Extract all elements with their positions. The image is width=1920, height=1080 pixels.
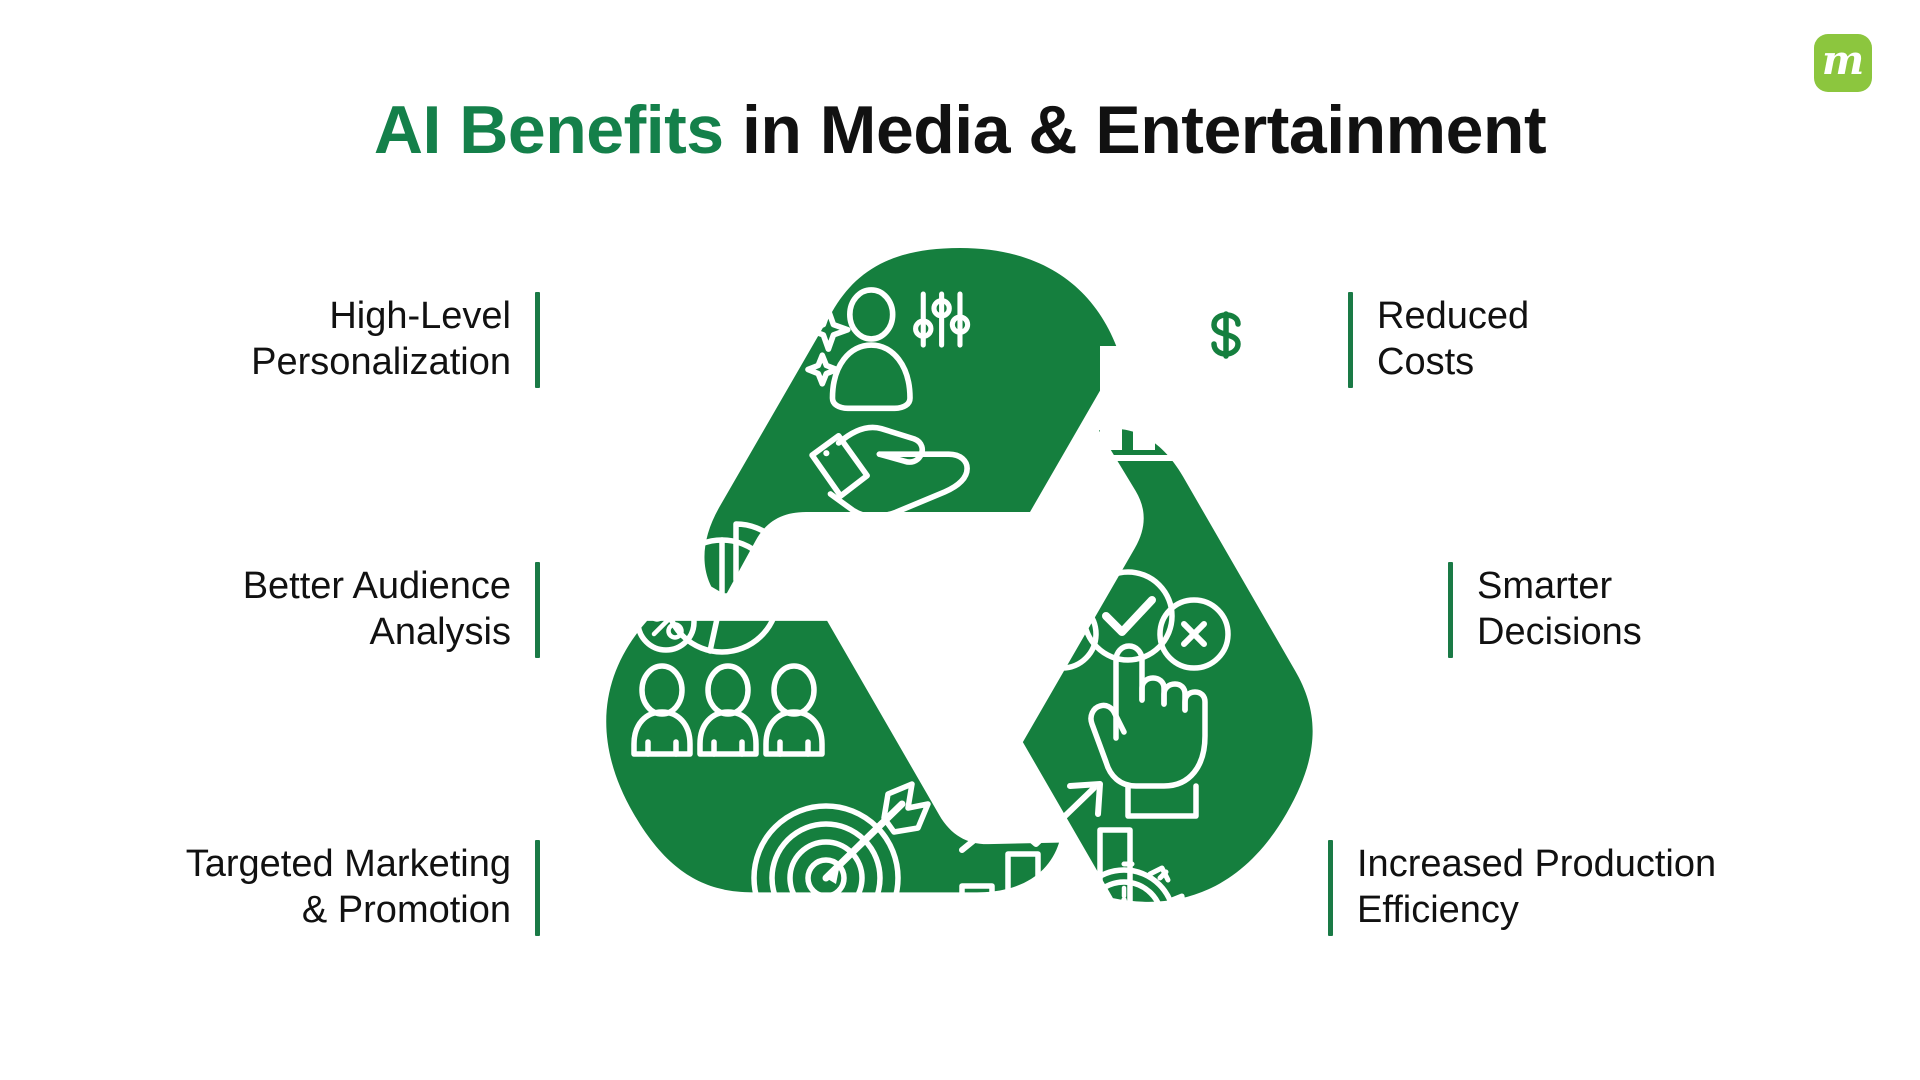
label-accent-bar (1448, 562, 1453, 658)
label-accent-bar (535, 840, 540, 936)
benefit-label-text: Reduced Costs (1377, 295, 1530, 383)
benefit-label-targeted-marketing-promotion[interactable]: Targeted Marketing & Promotion (60, 840, 540, 936)
benefit-label-text: High-Level Personalization (251, 295, 511, 383)
benefit-label-text: Smarter Decisions (1477, 565, 1642, 653)
benefit-label-text: Increased Production Efficiency (1357, 843, 1717, 931)
page-title: AI Benefits in Media & Entertainment (0, 94, 1920, 166)
pie-chart-percent-people-icon (631, 521, 825, 757)
benefit-label-text: Better Audience Analysis (242, 565, 511, 653)
cycle-svg (560, 248, 1360, 1020)
benefit-label-text: Targeted Marketing & Promotion (185, 843, 511, 931)
brand-logo-m-glyph: m (1821, 37, 1865, 84)
benefit-label-increased-production-efficiency[interactable]: Increased Production Efficiency (1328, 840, 1716, 936)
hand-pointing-check-option-icon (1025, 569, 1231, 819)
page-title-rest: in Media & Entertainment (723, 91, 1547, 168)
brand-logo: m (1814, 34, 1872, 92)
page-title-accent: AI Benefits (373, 91, 724, 168)
benefit-label-smarter-decisions[interactable]: Smarter Decisions (1448, 562, 1642, 658)
label-accent-bar (535, 562, 540, 658)
label-accent-bar (1348, 292, 1353, 388)
declining-bar-chart-dollar-icon (1093, 300, 1260, 461)
hand-holding-person-sliders-icon (805, 287, 971, 520)
benefits-cycle-diagram: High-Level Personalization Better Audien… (0, 230, 1920, 1020)
cycle-segment-top (704, 248, 1120, 602)
benefit-label-reduced-costs[interactable]: Reduced Costs (1348, 292, 1529, 388)
benefit-label-better-audience-analysis[interactable]: Better Audience Analysis (60, 562, 540, 658)
rising-bar-chart-clock-icon (959, 781, 1191, 983)
target-dart-bullseye-icon (751, 781, 931, 953)
label-accent-bar (1328, 840, 1333, 936)
benefit-label-high-level-personalization[interactable]: High-Level Personalization (140, 292, 540, 388)
label-accent-bar (535, 292, 540, 388)
